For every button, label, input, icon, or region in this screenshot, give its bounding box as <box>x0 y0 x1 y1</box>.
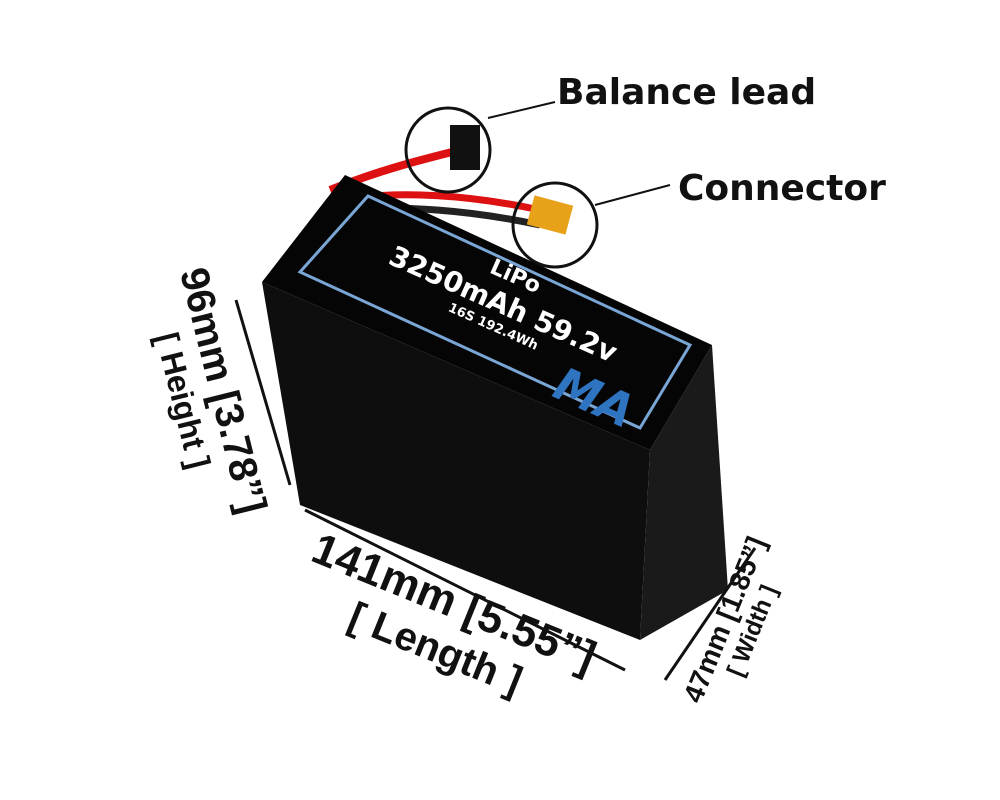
height-arrow <box>234 299 292 486</box>
battery-top-face <box>262 175 712 450</box>
width-arrow <box>663 547 757 681</box>
connector-callout: Connector <box>678 168 886 209</box>
battery-side-face <box>640 345 728 640</box>
balance-lead-callout: Balance lead <box>557 72 817 113</box>
battery-front-face <box>262 282 650 640</box>
connector-circle <box>511 181 599 269</box>
connector-line <box>594 184 671 206</box>
balance-plug <box>450 125 480 170</box>
connector-plug <box>526 195 574 235</box>
balance-lead-line <box>487 101 556 119</box>
balance-lead-circle <box>404 106 492 194</box>
length-arrow <box>304 508 626 672</box>
label-border <box>297 194 693 430</box>
